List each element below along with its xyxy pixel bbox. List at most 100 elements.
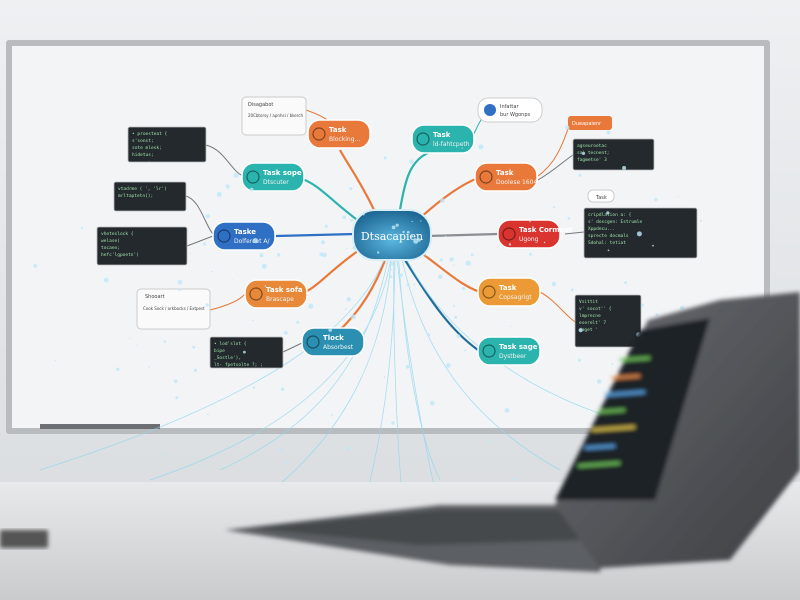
- particle: [280, 387, 285, 391]
- svg-text:daget ': daget ': [579, 327, 598, 333]
- svg-text:bur Wgonps: bur Wgonps: [500, 112, 531, 118]
- svg-text:Task sofa: Task sofa: [266, 286, 303, 294]
- label-dueapaienr: Dueapaienr: [568, 116, 612, 130]
- particle: [407, 230, 410, 234]
- particle: [296, 320, 300, 324]
- label-infattar: Infattar bur Wgonps: [477, 97, 543, 123]
- svg-text:Absorbest: Absorbest: [323, 344, 354, 351]
- particle: [352, 246, 357, 250]
- particle: [136, 344, 138, 347]
- particle: [192, 345, 196, 349]
- code-panel: vhoteslock { welase( tocaen; hefc'lgpoet…: [96, 226, 188, 266]
- particle: [129, 337, 131, 339]
- note-labels: Infattar bur Wgonps Dueapaienr Disagabot…: [136, 96, 615, 330]
- particle: [529, 220, 531, 223]
- particle: [243, 350, 246, 354]
- particle: [461, 147, 463, 149]
- code-panel: Vsittit v' socot'' { lmprecne eserelt' 7…: [574, 294, 642, 348]
- svg-text:Sdohal: tetiat: Sdohal: tetiat: [588, 240, 626, 246]
- svg-text:Taske: Taske: [234, 228, 256, 236]
- center-node: Dtsacapien: [352, 209, 432, 261]
- svg-text:lt- fpetsolte ?; ;: lt- fpetsolte ?; ;: [214, 362, 263, 368]
- particle: [410, 234, 413, 238]
- particle: [413, 283, 416, 286]
- svg-text:sote mlesk;: sote mlesk;: [132, 145, 162, 151]
- particle: [553, 206, 556, 209]
- svg-text:Disagabot: Disagabot: [248, 102, 273, 108]
- particle: [276, 253, 281, 257]
- object-left-edge: [0, 530, 48, 548]
- particle: [581, 151, 586, 155]
- particle: [464, 349, 467, 352]
- particle: [425, 254, 428, 257]
- particle: [264, 285, 267, 287]
- particle: [259, 253, 264, 258]
- particle: [390, 261, 395, 266]
- task-node-body: [307, 119, 371, 149]
- particle: [578, 358, 581, 362]
- svg-text:Task: Task: [329, 126, 347, 134]
- particle: [606, 211, 610, 215]
- particle: [611, 363, 614, 366]
- particle: [173, 379, 178, 384]
- svg-text:• lod'slot {: • lod'slot {: [214, 341, 247, 347]
- particle: [391, 421, 395, 425]
- particle: [178, 288, 181, 291]
- svg-text:Task: Task: [496, 169, 514, 177]
- particle: [203, 242, 206, 246]
- svg-text:hefc'lgpoetn'): hefc'lgpoetn'): [101, 252, 139, 258]
- particle: [402, 230, 405, 234]
- svg-text:Task sage: Task sage: [499, 343, 538, 351]
- task-icon: [249, 287, 263, 301]
- particle: [607, 249, 610, 252]
- particle: [346, 297, 352, 302]
- svg-text:Vsittit: Vsittit: [579, 299, 598, 305]
- particle: [679, 305, 685, 311]
- particle: [445, 363, 451, 368]
- particle: [622, 165, 627, 171]
- particle: [391, 225, 396, 230]
- particle: [411, 220, 413, 223]
- particle: [636, 231, 642, 237]
- svg-text:Dolfercet A/: Dolfercet A/: [234, 238, 270, 245]
- svg-text:agseuroetac: agseuroetac: [577, 143, 607, 149]
- particle: [504, 407, 510, 413]
- particle: [606, 130, 611, 135]
- task-icon: [312, 127, 326, 141]
- particle: [551, 281, 557, 287]
- particle: [699, 219, 702, 222]
- particle: [252, 319, 254, 322]
- particle: [596, 379, 602, 384]
- particle: [231, 279, 233, 281]
- particle: [453, 305, 456, 308]
- particle: [80, 226, 84, 230]
- task-node-body: [411, 124, 475, 154]
- particle: [570, 288, 574, 292]
- particle: [342, 215, 347, 220]
- svg-text:sprecte docmals: sprecte docmals: [588, 233, 629, 239]
- particle: [529, 252, 533, 256]
- particle: [383, 376, 386, 378]
- particle: [567, 217, 571, 220]
- task-icon: [479, 170, 493, 184]
- svg-text:s'sonst;: s'sonst;: [132, 138, 154, 144]
- particle: [420, 220, 422, 222]
- task-node-body: [301, 327, 365, 357]
- particle: [395, 223, 399, 227]
- particle: [206, 413, 209, 416]
- particle: [406, 283, 410, 287]
- particle: [324, 224, 328, 228]
- particle: [175, 396, 179, 400]
- connectors: [185, 109, 585, 353]
- svg-text:welase(: welase(: [101, 238, 120, 244]
- particle: [438, 274, 443, 280]
- task-node-body: [244, 279, 308, 309]
- code-panel: • lod'slot { bipe _Sostle'), lt- fpetsol…: [209, 336, 284, 369]
- particle: [677, 196, 679, 198]
- particle: [489, 440, 492, 444]
- particle: [205, 303, 209, 307]
